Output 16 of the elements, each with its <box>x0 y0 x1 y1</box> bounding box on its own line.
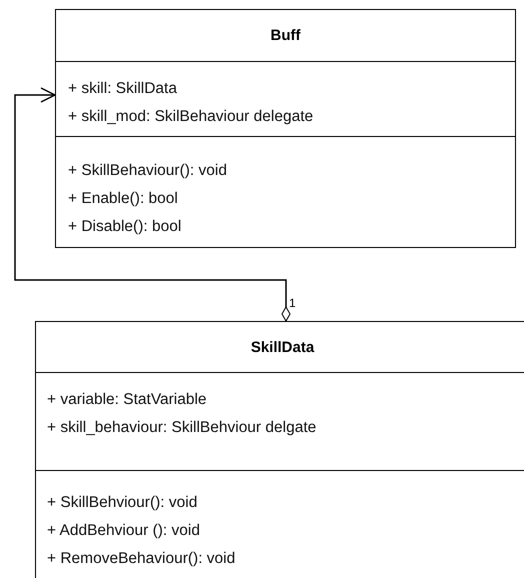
method-text: + SkillBehviour(): void <box>47 493 198 513</box>
class-box <box>55 9 516 248</box>
aggregation-arrow <box>14 87 290 322</box>
class-box <box>35 321 524 578</box>
class-name: SkillData <box>250 338 314 356</box>
attribute-text: + skill_behaviour: SkillBehviour delgate <box>47 418 316 438</box>
attribute-text: + skill_mod: SkilBehaviour delegate <box>68 107 314 127</box>
attribute-text: + skill: SkillData <box>68 79 177 99</box>
method-text: + Enable(): bool <box>68 189 178 209</box>
method-text: + Disable(): bool <box>68 217 182 237</box>
class-name: Buff <box>270 27 300 44</box>
method-text: + SkillBehaviour(): void <box>68 161 227 181</box>
attribute-text: + variable: StatVariable <box>47 390 207 410</box>
method-text: + RemoveBehaviour(): void <box>47 549 236 569</box>
multiplicity-label: 1 <box>288 297 297 310</box>
method-text: + AddBehviour (): void <box>47 521 200 541</box>
